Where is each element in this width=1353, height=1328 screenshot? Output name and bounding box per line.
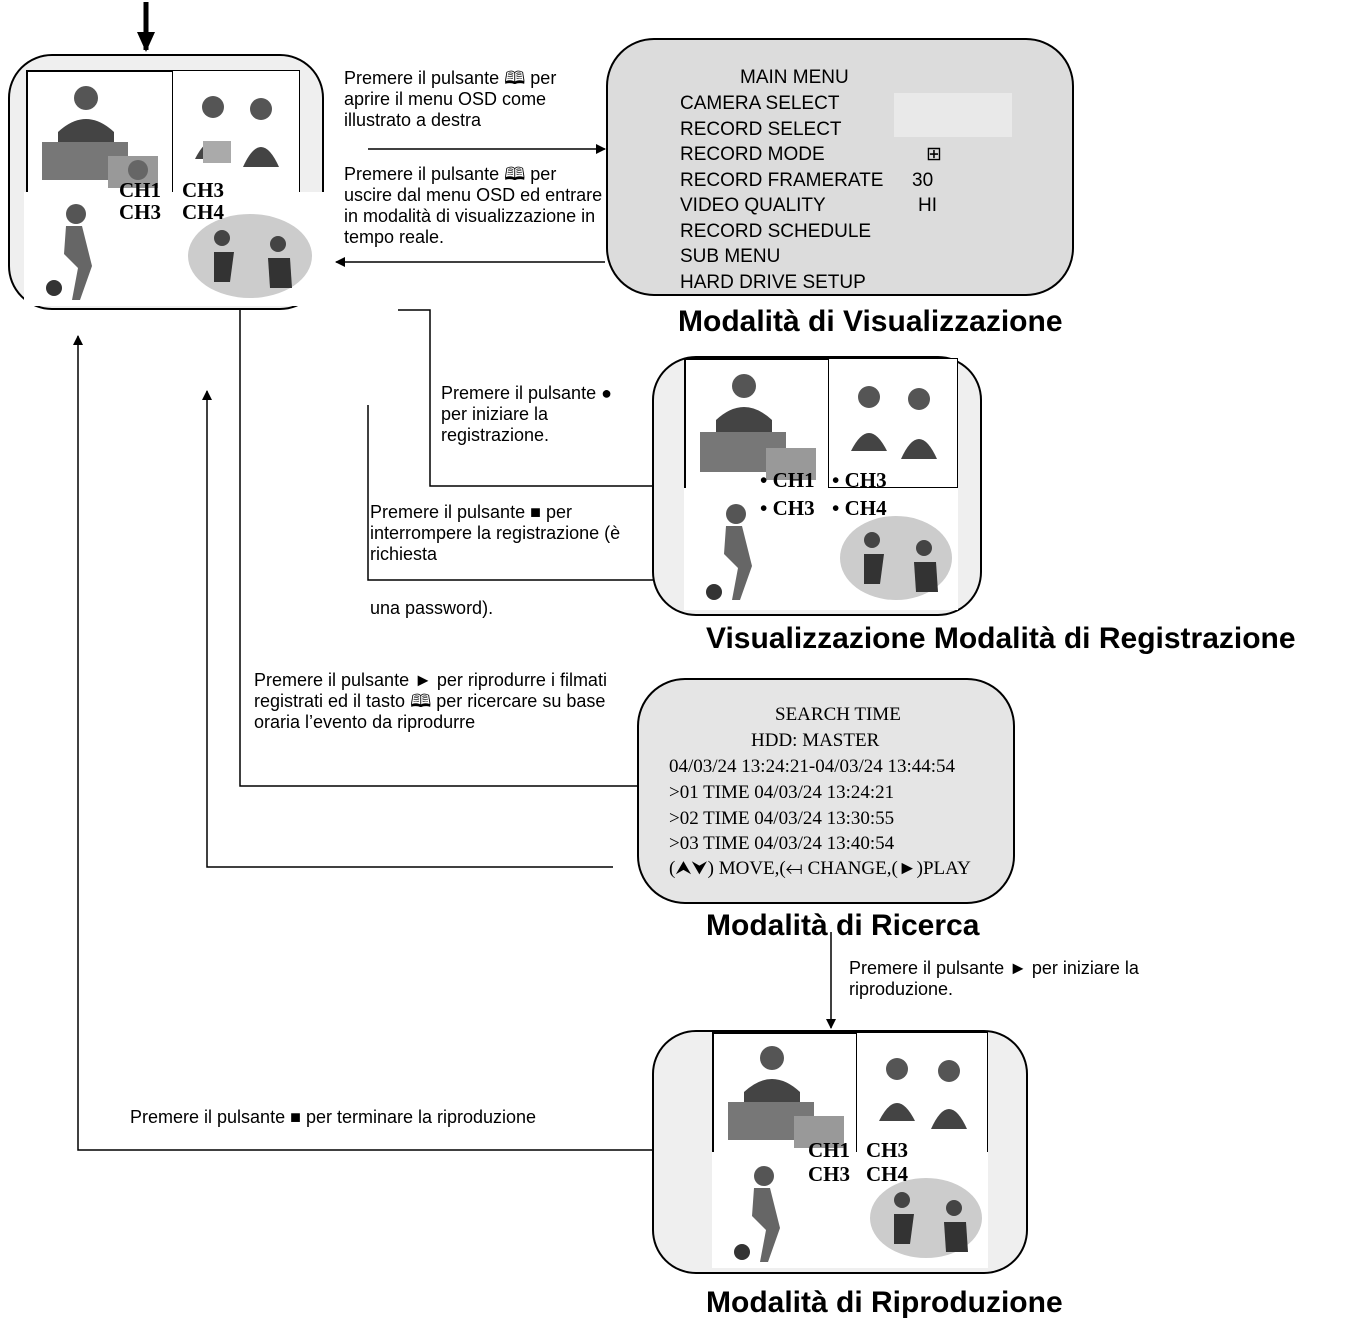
menu-item-value: HI	[918, 195, 937, 216]
search-menu-range: 04/03/24 13:24:21-04/03/24 13:44:54	[669, 756, 956, 777]
note-playback-search: Premere il pulsante ► per riprodurre i f…	[254, 670, 607, 732]
handshake-icon	[840, 516, 952, 600]
live-ch1-label: CH1	[119, 178, 161, 202]
caption-search-mode: Modalità di Ricerca	[706, 909, 980, 942]
playback-ch2-label: CH3	[866, 1138, 908, 1162]
soccer-player-icon	[46, 204, 92, 300]
playback-screen: CH1 CH3 CH3 CH4	[652, 1030, 1028, 1274]
caption-view-mode: Modalità di Visualizzazione	[678, 305, 1063, 338]
record-ch4-label: • CH4	[832, 496, 887, 520]
playback-quadrant-4	[856, 1152, 988, 1268]
menu-item-label[interactable]: VIDEO QUALITY	[680, 195, 826, 216]
meeting-people-icon	[195, 96, 279, 167]
menu-item-label[interactable]: HARD DRIVE SETUP	[680, 271, 866, 293]
soccer-player-icon	[706, 504, 752, 600]
record-quadrant-2	[828, 358, 958, 488]
main-menu-title: MAIN MENU	[740, 67, 849, 88]
menu-highlight-box	[894, 93, 1012, 137]
note-start-playback: Premere il pulsante ► per iniziare la ri…	[849, 958, 1139, 999]
meeting-people-icon	[851, 386, 937, 459]
menu-item-label[interactable]: CAMERA SELECT	[680, 93, 840, 114]
playback-quadrant-1	[712, 1032, 860, 1156]
record-ch2-label: • CH3	[832, 468, 887, 492]
search-menu-title: SEARCH TIME	[775, 704, 901, 725]
record-quadrant-1	[684, 358, 832, 490]
handshake-icon	[188, 214, 312, 298]
note-stop-playback: Premere il pulsante ■ per terminare la r…	[130, 1107, 537, 1127]
live-ch2-label: CH3	[182, 178, 224, 202]
playback-quadrant-2	[856, 1032, 988, 1154]
record-quadrant-4	[828, 488, 958, 610]
live-view-screen: CH1 CH3 CH3 CH4	[8, 54, 328, 310]
playback-ch3-label: CH3	[808, 1162, 850, 1186]
record-ch3-label: • CH3	[760, 496, 815, 520]
handshake-icon	[870, 1178, 982, 1258]
soccer-player-icon	[734, 1166, 780, 1262]
office-worker-icon	[42, 86, 158, 188]
playback-ch4-label: CH4	[866, 1162, 908, 1186]
search-menu-osd: SEARCH TIME HDD: MASTER 04/03/24 13:24:2…	[637, 678, 1015, 904]
note-exit-menu: Premere il pulsante 🕮 per uscire dal men…	[344, 164, 603, 247]
search-menu-hdd: HDD: MASTER	[751, 730, 880, 751]
menu-item-label[interactable]: SUB MENU	[680, 246, 781, 267]
arrow-search-back	[202, 390, 613, 868]
search-entry[interactable]: >02 TIME 04/03/24 13:30:55	[669, 807, 895, 829]
record-ch1-label: • CH1	[760, 468, 815, 492]
main-menu-osd: MAIN MENU CAMERA SELECT RECORD SELECT RECO…	[606, 38, 1074, 296]
note-open-menu: Premere il pulsante 🕮 per aprire il menu…	[344, 68, 557, 130]
meeting-people-icon	[879, 1058, 967, 1129]
arrow-start-record	[398, 309, 683, 487]
caption-record-mode: Visualizzazione Modalità di Registrazion…	[706, 622, 1296, 655]
arrow-to-search	[239, 303, 652, 791]
note-stop-record-1: Premere il pulsante ■ per interrompere l…	[370, 502, 621, 564]
menu-item-value: 30	[912, 169, 934, 191]
playback-quadrant-3	[712, 1152, 858, 1268]
office-worker-icon	[700, 374, 816, 480]
search-entry[interactable]: >03 TIME 04/03/24 13:40:54	[669, 833, 895, 854]
camera-quadrant-3	[24, 192, 172, 306]
camera-quadrant-4	[172, 192, 328, 306]
arrow-stop-playback	[73, 335, 653, 1151]
note-stop-record-2: una password).	[370, 598, 494, 618]
note-start-record: Premere il pulsante ● per iniziare la re…	[441, 383, 612, 445]
search-menu-footer: (⮝⮟) MOVE,(↤ CHANGE,(►)PLAY	[669, 858, 971, 879]
arrow-stop-record	[367, 405, 668, 585]
search-entry[interactable]: >01 TIME 04/03/24 13:24:21	[669, 782, 895, 803]
menu-item-value: ⊞	[926, 144, 942, 165]
menu-item-label[interactable]: RECORD SCHEDULE	[680, 220, 872, 242]
menu-item-label[interactable]: RECORD FRAMERATE	[680, 169, 884, 191]
live-ch3-label: CH3	[119, 200, 161, 224]
live-ch4-label: CH4	[182, 200, 224, 224]
playback-ch1-label: CH1	[808, 1138, 850, 1162]
camera-quadrant-2	[172, 70, 300, 194]
menu-item-label[interactable]: RECORD SELECT	[680, 118, 842, 140]
menu-item-label[interactable]: RECORD MODE	[680, 144, 825, 165]
office-worker-icon	[728, 1046, 844, 1148]
record-view-screen: • CH1 • CH3 • CH3 • CH4	[652, 356, 982, 616]
caption-playback-mode: Modalità di Riproduzione	[706, 1286, 1063, 1319]
record-quadrant-3	[684, 488, 830, 610]
